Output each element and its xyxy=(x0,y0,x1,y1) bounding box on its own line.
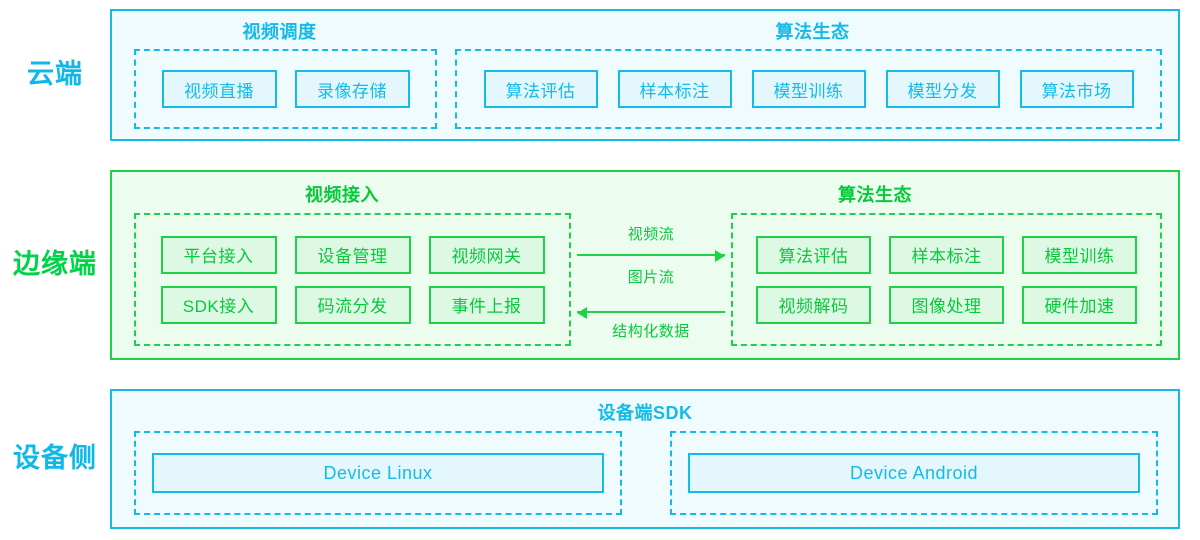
arrow-line-to-algorithm xyxy=(577,250,725,262)
cloud-group-title-algorithm-ecosystem: 算法生态 xyxy=(775,22,850,42)
edge-body-container: 平台接入 设备管理 视频网关 SDK接入 码流分发 事件上报 视频流 xyxy=(134,213,1162,346)
edge-group-video-access: 平台接入 设备管理 视频网关 SDK接入 码流分发 事件上报 xyxy=(134,213,571,346)
side-label-edge: 边缘端 xyxy=(13,249,97,280)
arrow-label-structured-data: 结构化数据 xyxy=(612,323,690,340)
device-layer-title: 设备端SDK xyxy=(597,403,693,423)
cloud-group-algorithm-ecosystem: 算法评估 样本标注 模型训练 模型分发 算法市场 xyxy=(455,49,1162,129)
device-layer-row: 设备侧 设备端SDK Device Linux Device Android xyxy=(0,384,1200,534)
device-groups-container: Device Linux Device Android xyxy=(134,431,1158,515)
edge-item-event-reporting[interactable]: 事件上报 xyxy=(428,285,545,324)
edge-item-platform-access[interactable]: 平台接入 xyxy=(160,235,277,274)
edge-item-sdk-access[interactable]: SDK接入 xyxy=(160,285,277,324)
device-group-android: Device Android xyxy=(670,431,1158,515)
edge-titles-bar: 视频接入 算法生态 xyxy=(112,181,1178,207)
device-layer-panel: 设备端SDK Device Linux Device Android xyxy=(110,389,1180,529)
cloud-item-algorithm-evaluation[interactable]: 算法评估 xyxy=(483,70,598,108)
edge-group-title-algorithm-ecosystem: 算法生态 xyxy=(838,185,912,205)
cloud-layer-row: 云端 视频调度 算法生态 视频直播 录像存储 算法评估 样本标注 模型训练 模型… xyxy=(0,0,1200,150)
edge-group-title-video-access: 视频接入 xyxy=(305,185,379,205)
cloud-item-model-distribution[interactable]: 模型分发 xyxy=(885,70,1000,108)
side-label-device: 设备侧 xyxy=(13,443,97,474)
cloud-group-video-scheduling: 视频直播 录像存储 xyxy=(134,49,437,129)
edge-item-image-processing[interactable]: 图像处理 xyxy=(889,285,1004,324)
edge-access-row-2: SDK接入 码流分发 事件上报 xyxy=(150,285,555,324)
cloud-item-sample-annotation[interactable]: 样本标注 xyxy=(617,70,732,108)
side-label-cloud: 云端 xyxy=(27,59,83,90)
edge-item-algorithm-evaluation[interactable]: 算法评估 xyxy=(756,235,871,274)
edge-access-row-1: 平台接入 设备管理 视频网关 xyxy=(150,235,555,274)
edge-group-algorithm-ecosystem: 算法评估 样本标注 模型训练 视频解码 图像处理 硬件加速 xyxy=(731,213,1162,346)
cloud-item-model-training[interactable]: 模型训练 xyxy=(751,70,866,108)
device-item-device-linux[interactable]: Device Linux xyxy=(152,453,604,493)
edge-data-flow-arrows: 视频流 图片流 结构化数据 xyxy=(571,213,731,346)
cloud-item-algorithm-marketplace[interactable]: 算法市场 xyxy=(1019,70,1134,108)
cloud-item-recording-storage[interactable]: 录像存储 xyxy=(294,70,410,108)
cloud-group-title-video-scheduling: 视频调度 xyxy=(242,22,317,42)
edge-item-device-management[interactable]: 设备管理 xyxy=(294,235,411,274)
edge-layer-row: 边缘端 视频接入 算法生态 平台接入 设备管理 视频网关 SDK接入 码流分发 xyxy=(0,168,1200,362)
device-group-linux: Device Linux xyxy=(134,431,622,515)
edge-item-model-training[interactable]: 模型训练 xyxy=(1022,235,1137,274)
edge-item-stream-distribution[interactable]: 码流分发 xyxy=(294,285,411,324)
edge-item-video-decoding[interactable]: 视频解码 xyxy=(756,285,871,324)
cloud-groups-container: 视频直播 录像存储 算法评估 样本标注 模型训练 模型分发 算法市场 xyxy=(134,49,1162,139)
edge-algo-row-2: 视频解码 图像处理 硬件加速 xyxy=(747,285,1146,324)
edge-algo-row-1: 算法评估 样本标注 模型训练 xyxy=(747,235,1146,274)
device-item-device-android[interactable]: Device Android xyxy=(688,453,1140,493)
arrow-head-right-icon xyxy=(715,250,725,262)
cloud-titles-bar: 视频调度 算法生态 xyxy=(112,18,1178,44)
edge-layer-panel: 视频接入 算法生态 平台接入 设备管理 视频网关 SDK接入 码流分发 事件上报 xyxy=(110,170,1180,360)
arrow-head-left-icon xyxy=(577,307,587,319)
arrow-label-video-stream: 视频流 xyxy=(627,226,675,243)
edge-item-sample-annotation[interactable]: 样本标注 xyxy=(889,235,1004,274)
cloud-item-live-video[interactable]: 视频直播 xyxy=(161,70,277,108)
cloud-layer-panel: 视频调度 算法生态 视频直播 录像存储 算法评估 样本标注 模型训练 模型分发 … xyxy=(110,9,1180,141)
edge-item-hardware-acceleration[interactable]: 硬件加速 xyxy=(1022,285,1137,324)
arrow-label-image-stream: 图片流 xyxy=(627,269,675,286)
edge-item-video-gateway[interactable]: 视频网关 xyxy=(428,235,545,274)
arrow-line-to-access xyxy=(577,307,725,319)
